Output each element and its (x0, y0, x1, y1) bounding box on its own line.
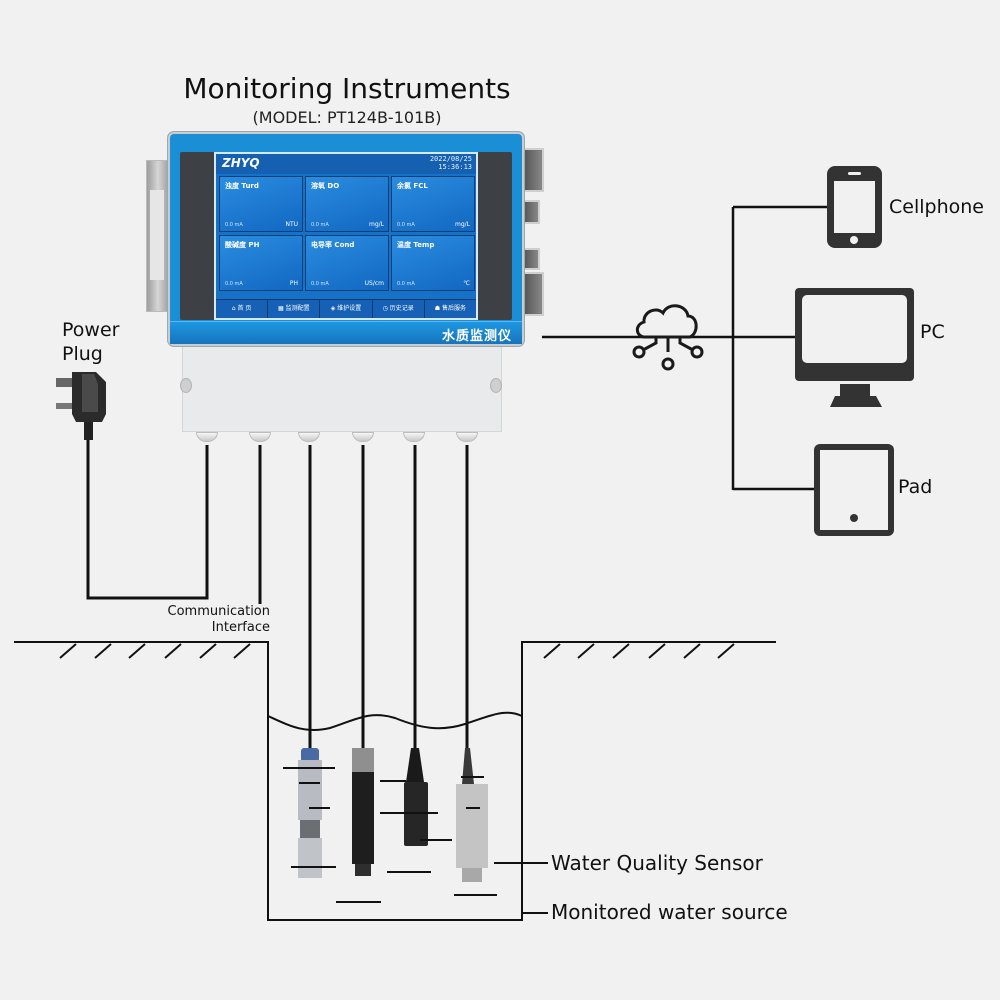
monitor-icon (795, 288, 914, 407)
nav-label: 售后服务 (442, 305, 467, 312)
nav-maintenance[interactable]: ◈ 维护设置 (320, 300, 373, 318)
home-icon: ⌂ (231, 305, 238, 312)
device-footer: 水质监测仪 (170, 321, 522, 344)
nav-home[interactable]: ⌂ 首 页 (216, 300, 269, 318)
screen-nav-bar: ⌂ 首 页 ▦ 监测配置 ◈ 维护设置 ◷ 历史记录 ☗ 售后服务 (216, 299, 476, 318)
ground-hatching (59, 643, 735, 659)
left-hinge-gap (150, 190, 164, 280)
water-surface (267, 711, 523, 732)
tile-name: 电导率 Cond (311, 241, 355, 249)
pc-label: PC (920, 321, 945, 343)
comm-label-line1: Communication (167, 604, 270, 619)
tile-meta: 0.0 mA (397, 281, 415, 287)
tile-meta: 0.0 mA (225, 281, 243, 287)
tile-name: 溶氧 DO (311, 182, 340, 190)
device-footer-label: 水质监测仪 (441, 329, 512, 344)
tile-unit: PH (289, 280, 298, 287)
tile-meta: 0.0 mA (397, 222, 415, 228)
tile-meta: 0.0 mA (311, 222, 329, 228)
tile-name: 温度 Temp (397, 241, 435, 249)
brand-logo: ZHYQ (222, 156, 260, 170)
screen-bezel: ZHYQ 2022/08/25 15:36:13 浊度 Turd 0.0 mA … (180, 152, 512, 320)
junction-box (182, 342, 502, 432)
water-quality-sensor-label: Water Quality Sensor (551, 851, 763, 875)
nav-label: 维护设置 (337, 305, 362, 312)
tile-name: 余氯 FCL (397, 182, 428, 190)
power-plug-label: Power Plug (62, 318, 119, 366)
tile-meta: 0.0 mA (311, 281, 329, 287)
power-plug-label-line1: Power (62, 319, 120, 341)
nav-service[interactable]: ☗ 售后服务 (425, 300, 476, 318)
shield-icon: ◈ (330, 305, 338, 312)
cellphone-label: Cellphone (889, 196, 984, 218)
ground-left (14, 641, 776, 921)
communication-interface-label: Communication Interface (150, 604, 270, 636)
nav-monitor-config[interactable]: ▦ 监测配置 (268, 300, 321, 318)
tile-unit: NTU (285, 221, 298, 228)
date-text: 2022/08/25 (429, 155, 472, 163)
left-screw (180, 378, 192, 393)
sensor-probe-1 (298, 748, 322, 878)
sensor-probe-3 (404, 748, 428, 846)
tablet-icon (814, 444, 894, 536)
tile-unit: ℃ (463, 280, 470, 287)
power-plug-icon (56, 372, 106, 440)
tile-ph[interactable]: 酸碱度 PH 0.0 mA PH (219, 235, 303, 291)
tile-name: 酸碱度 PH (225, 241, 260, 249)
user-icon: ☗ (434, 305, 443, 312)
cellphone-icon (827, 166, 882, 248)
nav-history[interactable]: ◷ 历史记录 (373, 300, 425, 318)
tile-temp[interactable]: 温度 Temp 0.0 mA ℃ (391, 235, 475, 291)
power-cable (86, 440, 209, 600)
tile-cond[interactable]: 电导率 Cond 0.0 mA US/cm (305, 235, 389, 291)
sensor-callout-lines (283, 767, 548, 914)
tile-name: 浊度 Turd (225, 182, 259, 190)
time-text: 15:36:13 (438, 163, 472, 171)
tile-meta: 0.0 mA (225, 222, 243, 228)
diagram-title: Monitoring Instruments (183, 72, 511, 105)
comm-label-line2: Interface (211, 620, 270, 635)
tile-unit: mg/L (368, 221, 384, 228)
datetime: 2022/08/25 15:36:13 (430, 155, 472, 171)
power-plug-label-line2: Plug (62, 343, 103, 365)
right-screw (490, 378, 502, 393)
settings-icon: ▦ (278, 305, 286, 312)
tile-do[interactable]: 溶氧 DO 0.0 mA mg/L (305, 176, 389, 232)
tile-unit: mg/L (454, 221, 470, 228)
touch-screen[interactable]: ZHYQ 2022/08/25 15:36:13 浊度 Turd 0.0 mA … (214, 152, 478, 320)
model-label: (MODEL: PT124B-101B) (252, 108, 442, 127)
nav-label: 历史记录 (389, 305, 414, 312)
nav-label: 监测配置 (285, 305, 310, 312)
tile-unit: US/cm (364, 280, 384, 287)
ground-pit (14, 641, 776, 921)
sensor-probe-4 (456, 748, 488, 882)
tile-turbidity[interactable]: 浊度 Turd 0.0 mA NTU (219, 176, 303, 232)
nav-label: 首 页 (237, 305, 252, 312)
cloud-network-icon (632, 304, 704, 371)
pad-label: Pad (898, 476, 933, 498)
monitoring-instrument: ZHYQ 2022/08/25 15:36:13 浊度 Turd 0.0 mA … (168, 132, 524, 346)
clock-icon: ◷ (382, 305, 390, 312)
tile-fcl[interactable]: 余氯 FCL 0.0 mA mg/L (391, 176, 475, 232)
screen-header: ZHYQ 2022/08/25 15:36:13 (216, 154, 476, 174)
monitored-water-source-label: Monitored water source (551, 900, 788, 924)
sensor-probe-2 (352, 748, 374, 876)
